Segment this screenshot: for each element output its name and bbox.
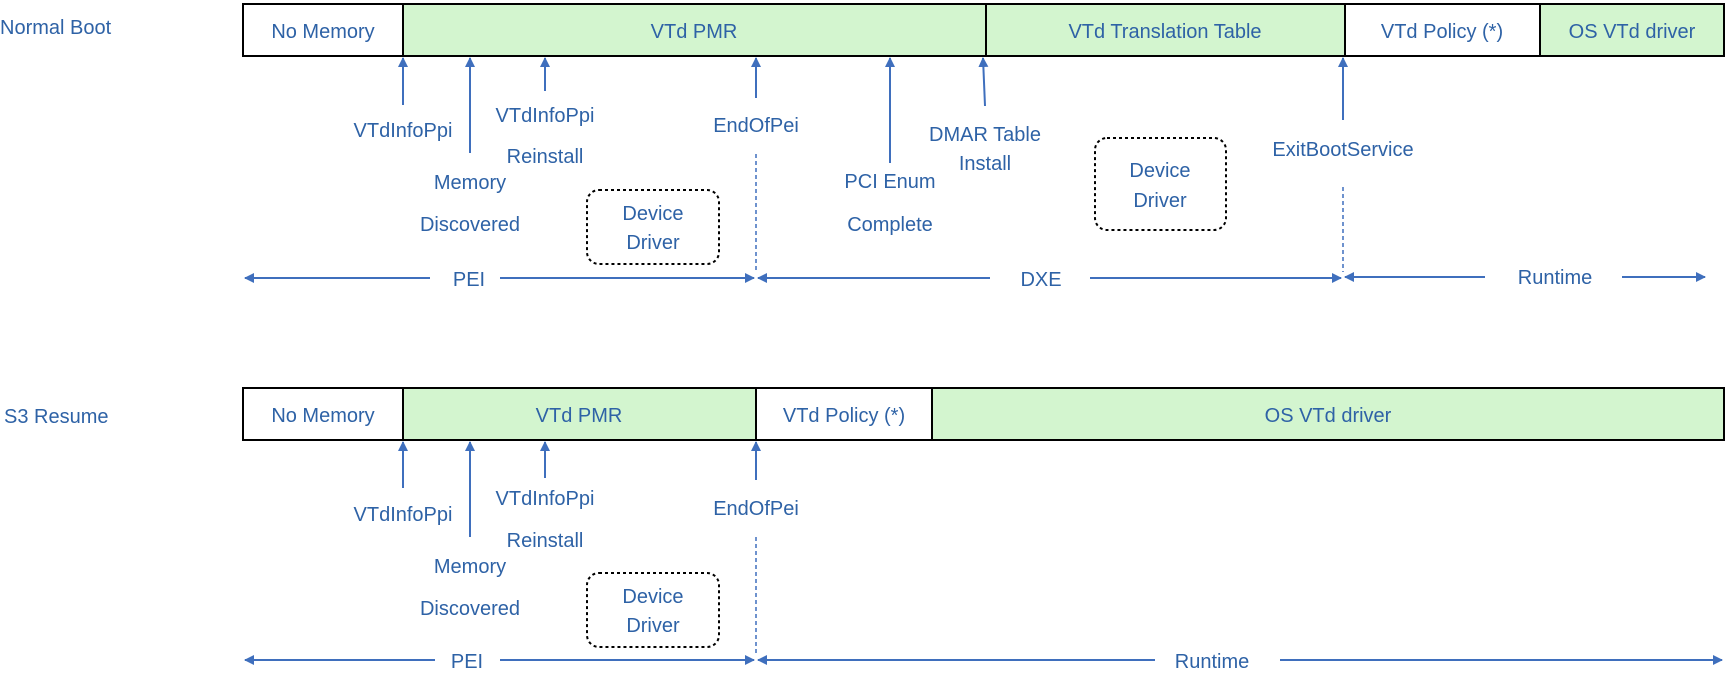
s3-label-vtdinfoppi-2: VTdInfoPpi	[496, 488, 595, 510]
nb-segment-vtd-translation-table	[985, 3, 1346, 57]
s3-segment-no-memory	[242, 387, 404, 441]
s3-label-memory: Memory	[434, 556, 506, 578]
nb-phase-pei: PEI	[453, 269, 485, 291]
s3-segment-label: No Memory	[271, 405, 374, 427]
nb-label-pci-enum: PCI Enum	[844, 171, 935, 193]
s3-segment-label: VTd PMR	[536, 405, 623, 427]
s3-label-endofpei: EndOfPei	[713, 498, 799, 520]
nb-label-vtdinfoppi: VTdInfoPpi	[354, 120, 453, 142]
nb-segment-os-vtd-driver	[1539, 3, 1725, 57]
s3-segment-vtd-policy	[755, 387, 933, 441]
s3-device-driver-frame	[586, 572, 720, 648]
nb-label-vtdinfoppi-2: VTdInfoPpi	[496, 105, 595, 127]
normal-boot-phase-timeline: PEI DXE Runtime	[244, 267, 1706, 291]
nb-device-driver-line2: Driver	[1133, 190, 1187, 212]
s3-resume-bar: No Memory VTd PMR VTd Policy (*) OS VTd …	[242, 387, 1725, 441]
s3-label-vtdinfoppi: VTdInfoPpi	[354, 504, 453, 526]
nb-segment-no-memory	[242, 3, 404, 57]
nb-segment-label: VTd Translation Table	[1068, 21, 1261, 43]
nb-device-driver-line1: Device	[1129, 160, 1190, 182]
nb-label-dmar-table: DMAR Table	[929, 124, 1041, 146]
s3-resume-event-labels: VTdInfoPpi Memory Discovered VTdInfoPpi …	[354, 488, 799, 620]
s3-resume-phase-timeline: PEI Runtime	[244, 651, 1723, 673]
nb-device-driver-line2: Driver	[626, 232, 680, 254]
nb-segment-label: VTd Policy (*)	[1381, 21, 1503, 43]
s3-segment-os-vtd-driver	[931, 387, 1725, 441]
s3-segment-label: VTd Policy (*)	[783, 405, 905, 427]
nb-segment-label: VTd PMR	[651, 21, 738, 43]
s3-phase-pei: PEI	[451, 651, 483, 673]
nb-label-complete: Complete	[847, 214, 933, 236]
s3-segment-label: OS VTd driver	[1265, 405, 1392, 427]
s3-device-driver-box: Device Driver	[586, 572, 720, 648]
normal-boot-event-labels: VTdInfoPpi Memory Discovered VTdInfoPpi …	[354, 105, 1414, 236]
s3-resume-title: S3 Resume	[4, 406, 109, 428]
nb-phase-dxe: DXE	[1020, 269, 1061, 291]
s3-resume-event-arrows	[398, 441, 761, 656]
normal-boot-title: Normal Boot	[0, 17, 112, 39]
nb-segment-vtd-pmr	[402, 3, 987, 57]
nb-device-driver-line1: Device	[622, 203, 683, 225]
nb-phase-runtime: Runtime	[1518, 267, 1592, 289]
s3-segment-vtd-pmr	[402, 387, 757, 441]
normal-boot-event-arrows	[398, 57, 1348, 272]
s3-label-reinstall: Reinstall	[507, 530, 584, 552]
nb-segment-label: OS VTd driver	[1569, 21, 1696, 43]
s3-device-driver-line1: Device	[622, 586, 683, 608]
nb-label-discovered: Discovered	[420, 214, 520, 236]
s3-device-driver-line2: Driver	[626, 615, 680, 637]
nb-device-driver-frame	[586, 189, 720, 265]
nb-label-memory: Memory	[434, 172, 506, 194]
normal-boot-bar: No Memory VTd PMR VTd Translation Table …	[242, 3, 1725, 57]
nb-label-reinstall: Reinstall	[507, 146, 584, 168]
nb-device-driver-box: Device Driver	[586, 189, 720, 265]
nb-segment-label: No Memory	[271, 21, 374, 43]
nb-device-driver-frame	[1094, 137, 1227, 231]
nb-arrow-dmar	[978, 57, 989, 107]
nb-label-install: Install	[959, 153, 1011, 175]
nb-device-driver-box: Device Driver	[1094, 137, 1227, 231]
s3-phase-runtime: Runtime	[1175, 651, 1249, 673]
nb-label-exitbootservice: ExitBootService	[1272, 139, 1413, 161]
nb-label-endofpei: EndOfPei	[713, 115, 799, 137]
s3-label-discovered: Discovered	[420, 598, 520, 620]
